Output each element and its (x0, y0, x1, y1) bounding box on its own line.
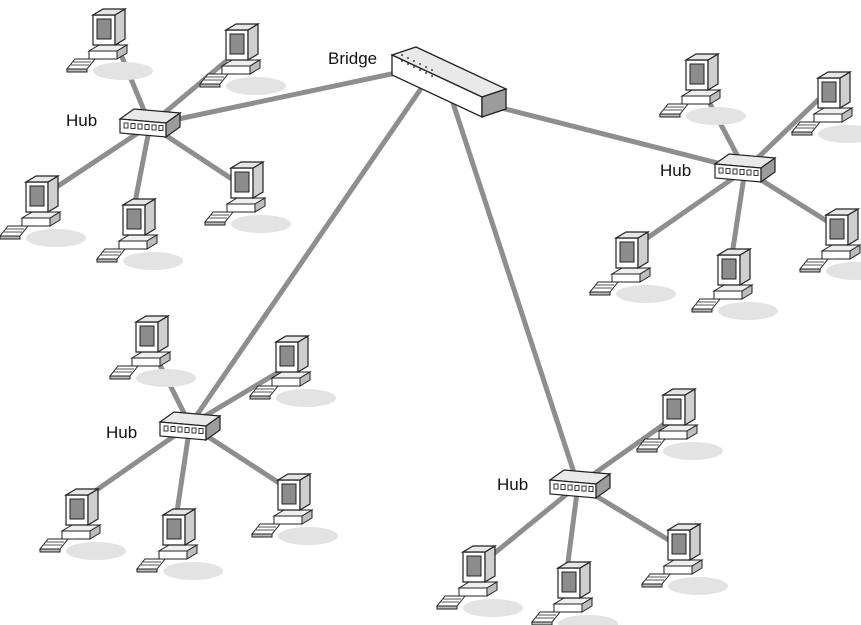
computer-icon (436, 545, 524, 618)
link-bridge-hub-bottom-left (187, 87, 423, 428)
hub-label-bottom-left: Hub (106, 423, 137, 442)
computer-icon (39, 488, 127, 561)
link-bridge-hub-top-left (147, 67, 413, 128)
link-r-3 (627, 167, 748, 253)
computer-icon (249, 335, 337, 408)
computer-icon (136, 508, 224, 581)
computer-icon (66, 8, 154, 81)
hub-label-bottom-right: Hub (497, 475, 528, 494)
computer-icon (531, 561, 619, 625)
link-br-2 (477, 482, 581, 568)
computer-icon (109, 315, 197, 388)
computer-icon (589, 231, 677, 304)
computer-icon (799, 208, 861, 281)
computer-icon (96, 198, 184, 271)
bridge-icon (390, 46, 508, 119)
computer-icon (636, 388, 724, 461)
computer-icon (659, 53, 747, 126)
hub-icon (119, 108, 181, 138)
computer-icon (691, 248, 779, 321)
hub-icon (159, 411, 221, 441)
computer-icon (0, 175, 87, 248)
hub-label-right: Hub (660, 161, 691, 180)
hub-icon (714, 153, 776, 183)
bridge-label: Bridge (328, 49, 377, 68)
link-bl-4 (172, 422, 193, 528)
computer-icon (199, 23, 287, 96)
computer-icon (641, 523, 729, 596)
hub-label-top-left: Hub (66, 111, 97, 130)
link-bridge-hub-right (467, 97, 748, 173)
link-bridge-hub-bottom-right (449, 97, 581, 488)
computer-icon (251, 473, 339, 546)
hub-icon (549, 469, 611, 499)
computer-icon (791, 71, 861, 144)
